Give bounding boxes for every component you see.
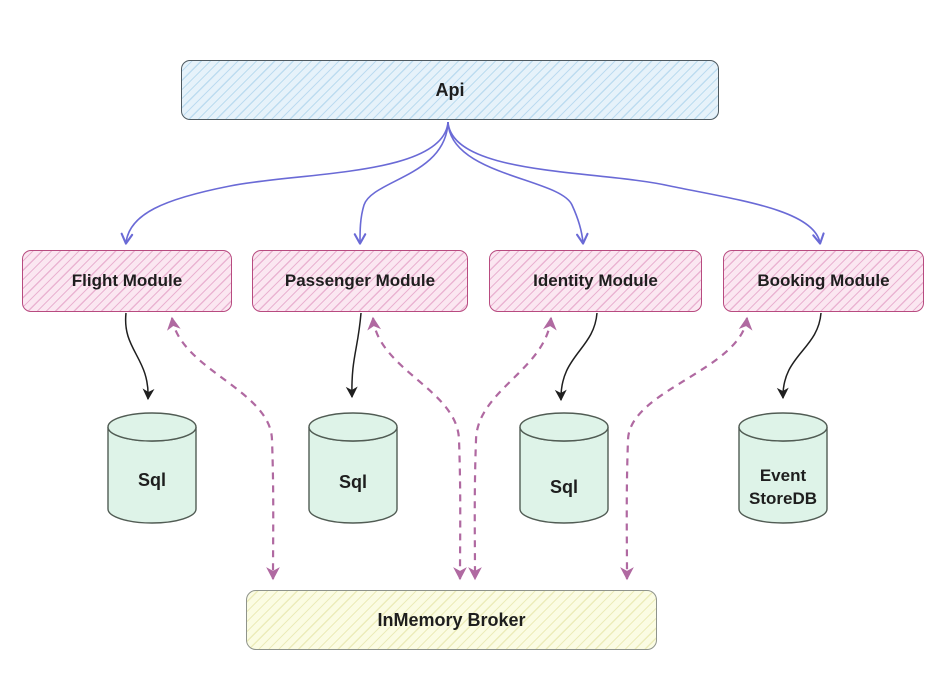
edge-booking-db <box>776 312 822 400</box>
db-booking-label: Event StoreDB <box>748 466 817 508</box>
edge-api-identity <box>447 121 589 245</box>
edge-passenger-broker <box>367 316 467 581</box>
edge-api-passenger <box>353 121 449 245</box>
node-flight-module[interactable]: Flight Module <box>22 250 232 312</box>
db-cylinder-booking[interactable] <box>738 412 828 524</box>
node-identity-module[interactable]: Identity Module <box>489 250 702 312</box>
db-flight-label: Sql <box>137 469 166 490</box>
node-api-label: Api <box>435 79 465 100</box>
node-inmemory-broker[interactable]: InMemory Broker <box>246 590 657 650</box>
node-passenger-module[interactable]: Passenger Module <box>252 250 468 312</box>
db-passenger-label: Sql <box>338 471 367 492</box>
db-identity-label: Sql <box>549 476 578 497</box>
edge-api-flight <box>120 121 449 245</box>
node-api[interactable]: Api <box>181 60 719 120</box>
node-identity-module-label: Identity Module <box>533 271 658 290</box>
node-passenger-module-label: Passenger Module <box>284 271 436 290</box>
edge-identity-broker <box>468 316 557 581</box>
edge-flight-broker <box>167 316 280 581</box>
node-flight-module-label: Flight Module <box>71 271 183 290</box>
node-inmemory-broker-label: InMemory Broker <box>377 609 526 630</box>
edge-api-booking <box>447 121 825 245</box>
edge-booking-broker <box>620 316 753 581</box>
node-booking-module-label: Booking Module <box>757 271 890 290</box>
node-booking-module[interactable]: Booking Module <box>723 250 924 312</box>
edge-flight-db <box>124 312 155 401</box>
edge-passenger-db <box>345 312 362 399</box>
edge-identity-db <box>554 312 598 402</box>
